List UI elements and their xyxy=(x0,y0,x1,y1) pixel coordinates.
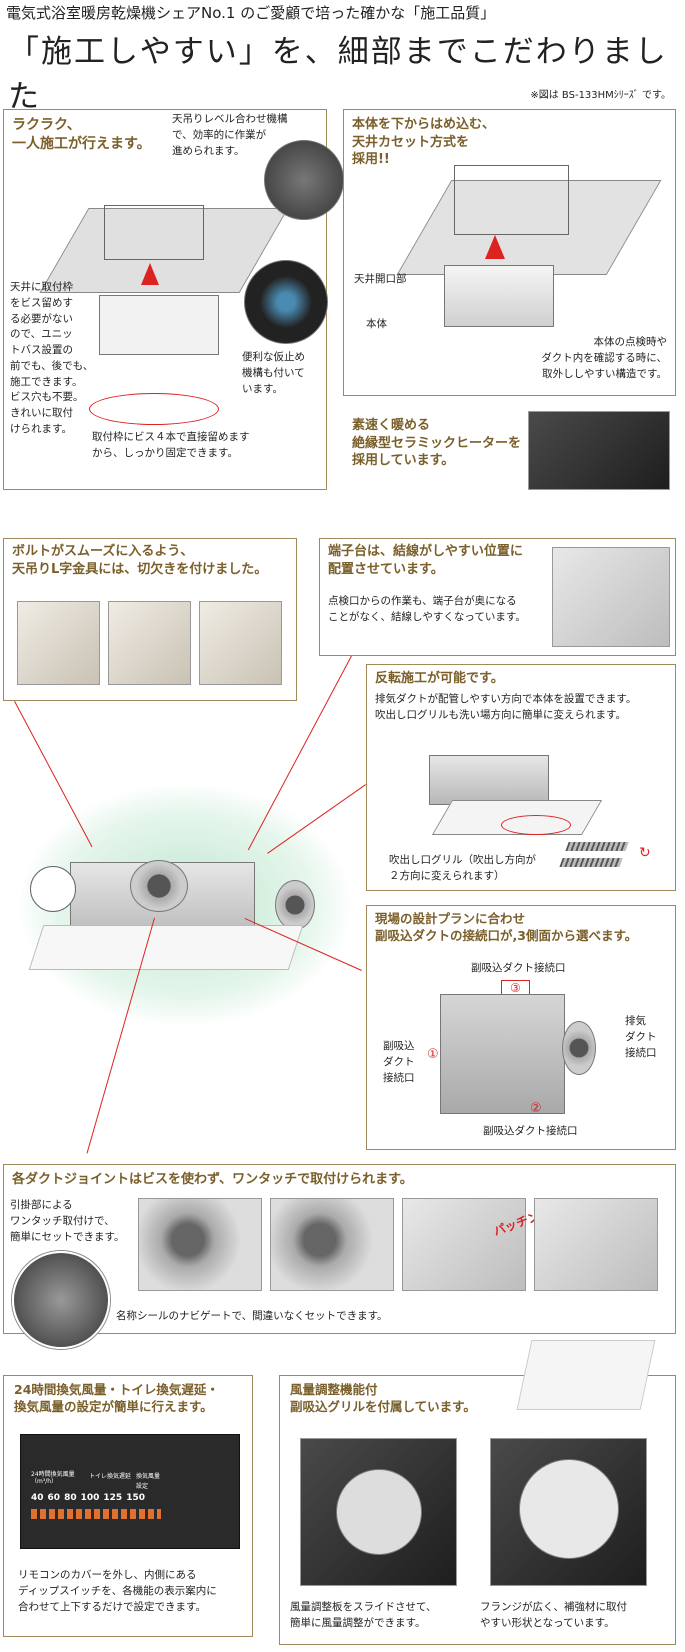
panel1-top-note: 天吊りレベル合わせ機構 で、効率的に作業が 進められます。 xyxy=(172,113,288,157)
panel-duct-ports: 現場の設計プランに合わせ 副吸込ダクトの接続口が,3側面から選べます。 副吸込ダ… xyxy=(366,905,676,1150)
panel-reverse-install: 反転施工が可能です。 排気ダクトが配管しやすい方向で本体を設置できます。 吹出し… xyxy=(366,664,676,891)
panel-sub-grille: 風量調整機能付 副吸込グリルを付属しています。 風量調整板をスライドさせて、 簡… xyxy=(279,1340,676,1645)
panel1-right-note: 便利な仮止め 機構も付いて います。 xyxy=(242,351,305,395)
board-label-1: 24時間換気風量 （m³/h） xyxy=(31,1471,75,1486)
joint-photo-2 xyxy=(270,1198,394,1291)
panel1-heading: ラクラク、 一人施工が行えます。 xyxy=(12,117,151,152)
detail-zoom-top xyxy=(264,140,344,220)
label-zoom-circle xyxy=(12,1251,110,1349)
joint-photo-4 xyxy=(534,1198,658,1291)
panel-bolt-bracket: ボルトがスムーズに入るよう、 天吊りL字金具には、切欠きを付けました。 xyxy=(3,538,297,701)
joint-note: 引掛部による ワンタッチ取付けで、 簡単にセットできます。 xyxy=(10,1199,125,1243)
main-unit-duct-side xyxy=(275,880,315,930)
main-unit-duct-top xyxy=(130,860,188,912)
figure-note: ※図は BS-133HMｼﾘｰｽﾞ です。 xyxy=(530,90,671,101)
header-subtitle: 電気式浴室暖房乾燥機シェアNo.1 のご愛顧で培った確かな「施工品質」 xyxy=(6,4,496,22)
ports-top-label: 副吸込ダクト接続口 xyxy=(471,962,566,974)
grille-flange-photo xyxy=(490,1438,647,1586)
page-title: 「施工しやすい」を、細部までこだわりました xyxy=(8,34,668,115)
ports-right-label: 排気 ダクト 接続口 xyxy=(625,1015,657,1059)
reverse-note: 排気ダクトが配管しやすい方向で本体を設置できます。 吹出し口グリルも洗い場方向に… xyxy=(375,693,637,721)
ports-unit-drawing xyxy=(440,994,565,1114)
grille-right-note: フランジが広く、補強材に取付 やすい形状となっています。 xyxy=(480,1601,627,1629)
heater-unit-drawing-2 xyxy=(444,265,554,327)
grille-part-2 xyxy=(559,858,623,867)
grille-slide-photo xyxy=(300,1438,457,1586)
value-40: 40 xyxy=(31,1493,44,1503)
mount-frame xyxy=(104,205,204,260)
heater-unit-drawing xyxy=(99,295,219,355)
panel-cassette-method: 本体を下からはめ込む、 天井カセット方式を 採用!! 天井開口部 本体 本体の点… xyxy=(343,109,676,396)
value-80: 80 xyxy=(64,1493,77,1503)
joint-photo-3 xyxy=(402,1198,526,1291)
main-unit-panel xyxy=(28,925,304,970)
bolt-heading: ボルトがスムーズに入るよう、 天吊りL字金具には、切欠きを付けました。 xyxy=(12,544,268,577)
grille-opening-right xyxy=(519,1459,619,1559)
bolt-photo-1 xyxy=(17,601,100,685)
grille-product-photo xyxy=(516,1340,656,1410)
dip-switch-row[interactable] xyxy=(31,1509,161,1519)
value-150: 150 xyxy=(126,1493,145,1503)
joint-heading: 各ダクトジョイントはビスを使わず、ワンタッチで取付けられます。 xyxy=(12,1172,413,1187)
value-125: 125 xyxy=(103,1493,123,1503)
up-arrow-icon xyxy=(141,263,159,285)
ports-bottom-label: 副吸込ダクト接続口 xyxy=(483,1125,578,1137)
ports-heading: 現場の設計プランに合わせ 副吸込ダクトの接続口が,3側面から選べます。 xyxy=(375,911,638,943)
rotate-arrow-icon: ↻ xyxy=(639,845,651,861)
bracket-zoom-circle xyxy=(30,866,76,912)
panel1-left-note: 天井に取付枠 をビス留めす る必要がない ので、ユニッ トバス設置の 前でも、後… xyxy=(10,281,94,435)
label-ceiling-opening: 天井開口部 xyxy=(354,273,407,285)
board-label-4: 設定 xyxy=(136,1483,149,1490)
panel2-heading: 本体を下からはめ込む、 天井カセット方式を 採用!! xyxy=(352,117,496,168)
terminal-note: 点検口からの作業も、端子台が奥になる ことがなく、結線しやすくなっています。 xyxy=(328,595,526,623)
switch-heading: 24時間換気風量・トイレ換気遅延・ 換気風量の設定が簡単に行えます。 xyxy=(14,1382,219,1414)
value-100: 100 xyxy=(80,1493,100,1503)
value-60: 60 xyxy=(47,1493,61,1503)
grille-part-1 xyxy=(565,842,629,851)
ceramic-heater-photo xyxy=(528,411,670,490)
joint-photo-1 xyxy=(138,1198,262,1291)
remote-board-photo: 24時間換気風量 （m³/h） トイレ換気遅延 換気風量 設定 40 60 80… xyxy=(20,1434,240,1549)
airflow-values: 40 60 80 100 125 150 xyxy=(31,1493,145,1503)
panel-terminal-block: 端子台は、結線がしやすい位置に 配置させています。 点検口からの作業も、端子台が… xyxy=(319,538,676,656)
panel2-note: 本体の点検時や ダクト内を確認する時に、 取外ししやすい構造です。 xyxy=(541,336,667,380)
panel-duct-joint: 各ダクトジョイントはビスを使わず、ワンタッチで取付けられます。 引掛部による ワ… xyxy=(3,1164,676,1349)
reverse-heading: 反転施工が可能です。 xyxy=(375,671,504,686)
reverse-unit-drawing xyxy=(429,755,549,805)
grille-note: 吹出し口グリル（吹出し方向が ２方向に変えられます） xyxy=(389,854,536,882)
mount-frame-2 xyxy=(454,165,569,235)
heater-heading: 素速く暖める 絶縁型セラミックヒーターを 採用しています。 xyxy=(352,418,522,469)
grille-heading: 風量調整機能付 副吸込グリルを付属しています。 xyxy=(290,1382,476,1414)
port-number-2: ② xyxy=(530,1101,542,1116)
label-body: 本体 xyxy=(366,318,387,330)
grille-opening-left xyxy=(336,1469,422,1555)
joint-bottom-note: 名称シールのナビゲートで、間違いなくセットできます。 xyxy=(116,1310,388,1322)
exhaust-duct-port xyxy=(562,1021,596,1075)
detail-zoom-right xyxy=(244,260,328,344)
panel1-bottom-note: 取付枠にビス４本で直接留めます から、しっかり固定できます。 xyxy=(92,431,250,459)
bolt-photo-3 xyxy=(199,601,282,685)
up-arrow-icon-2 xyxy=(485,235,505,259)
board-label-3: 換気風量 xyxy=(136,1473,161,1480)
terminal-heading: 端子台は、結線がしやすい位置に 配置させています。 xyxy=(328,544,523,577)
screw-highlight xyxy=(89,393,219,425)
bolt-photo-2 xyxy=(108,601,191,685)
panel-one-person-install: ラクラク、 一人施工が行えます。 天吊りレベル合わせ機構 で、効率的に作業が 進… xyxy=(3,109,344,490)
grille-highlight xyxy=(501,815,571,835)
panel-dip-switch: 24時間換気風量・トイレ換気遅延・ 換気風量の設定が簡単に行えます。 24時間換… xyxy=(3,1375,253,1637)
terminal-photo xyxy=(552,547,670,647)
grille-left-note: 風量調整板をスライドさせて、 簡単に風量調整ができます。 xyxy=(290,1601,437,1629)
ports-left-label: 副吸込 ダクト 接続口 xyxy=(383,1040,415,1084)
leader-line-bolt xyxy=(13,701,93,848)
board-label-2: トイレ換気遅延 xyxy=(89,1473,132,1480)
port-number-1: ① xyxy=(427,1047,439,1062)
switch-note: リモコンのカバーを外し、内側にある ディップスイッチを、各機能の表示案内に 合わ… xyxy=(18,1569,217,1613)
